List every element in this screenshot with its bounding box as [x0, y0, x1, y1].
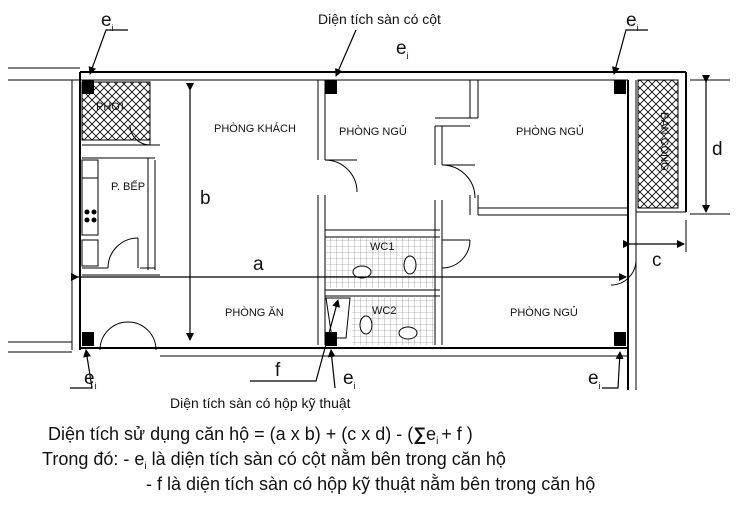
wc2-sink: [398, 326, 418, 340]
column-top-left: [82, 80, 94, 94]
room-living: PHÒNG KHÁCH: [214, 122, 296, 135]
formula-line-1: Diện tích sử dụng căn hộ = (a x b) + (c …: [48, 424, 473, 447]
label-e-bottom-center: ei: [343, 368, 356, 391]
room-kitchen: P. BẾP: [111, 180, 145, 193]
leader-arrows: [70, 29, 648, 389]
dim-label-a: a: [253, 254, 264, 275]
label-f: f: [275, 360, 281, 381]
label-e-bottom-right: ei: [588, 368, 601, 391]
room-dining: PHÒNG ĂN: [225, 306, 284, 319]
column-top-center: [325, 80, 337, 94]
wc1-sink: [352, 265, 372, 279]
room-bedroom-3: PHÒNG NGỦ: [510, 306, 578, 319]
room-wc2: WC2: [372, 305, 396, 317]
label-tech-box-area: Diện tích sàn có hộp kỹ thuật: [170, 395, 351, 411]
dimension-lines: [71, 75, 730, 341]
room-bedroom-2: PHÒNG NGỦ: [516, 125, 584, 138]
label-e-top-right: ei: [626, 10, 639, 33]
dim-label-b: b: [200, 188, 211, 209]
wc2-toilet: [359, 315, 373, 335]
outer-walls: [8, 67, 687, 390]
label-e-bottom-left: ei: [84, 368, 97, 391]
column-top-right: [614, 80, 626, 94]
label-column-area: Diện tích sàn có cột: [318, 11, 441, 27]
technical-shaft: [325, 297, 351, 339]
wc1-toilet: [403, 255, 417, 275]
balcony-hatch: [637, 79, 679, 209]
room-phoi: PHƠI: [96, 101, 124, 113]
room-balcony: BAN CÔNG: [658, 112, 671, 171]
column-bottom-left: [82, 332, 94, 346]
formula-line-2: Trong đó: - ei là diện tích sàn có cột n…: [42, 448, 506, 472]
dim-label-d: d: [712, 139, 723, 160]
kitchen-counter: [81, 159, 99, 267]
formula-line-3: - f là diện tích sàn có hộp kỹ thuật nằm…: [146, 473, 595, 494]
room-wc1: WC1: [370, 241, 394, 253]
label-e-top-center: ei: [396, 38, 409, 61]
label-e-top-left: ei: [101, 10, 114, 33]
room-bedroom-1: PHÒNG NGỦ: [339, 125, 407, 138]
dim-label-c: c: [652, 250, 662, 271]
column-bottom-right: [614, 332, 626, 346]
door-swings: [99, 124, 637, 351]
